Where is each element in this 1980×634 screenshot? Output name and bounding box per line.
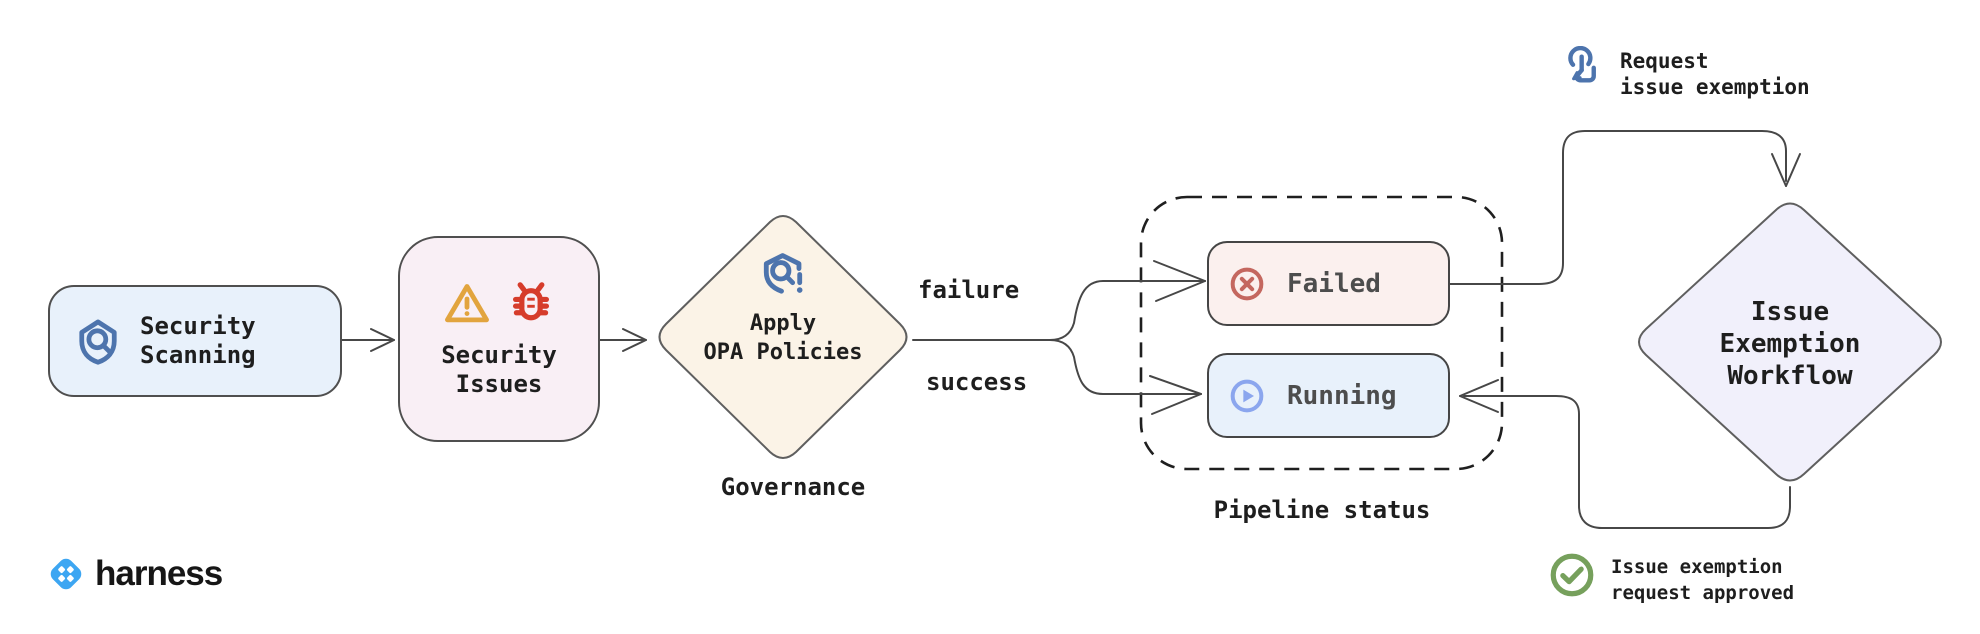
request-line2: issue exemption (1620, 75, 1810, 99)
failed-label: Failed (1287, 268, 1381, 299)
apply-opa-content: Apply OPA Policies (663, 247, 903, 367)
harness-brand: harness (45, 553, 223, 595)
check-circle-icon (1547, 550, 1597, 600)
pipeline-status-label: Pipeline status (1213, 496, 1431, 524)
approved-text: Issue exemption request approved (1611, 550, 1794, 606)
bug-icon (506, 279, 556, 329)
node-failed: Failed (1207, 241, 1450, 326)
iew-line1: Issue (1750, 297, 1830, 327)
request-exemption-note: Request issue exemption (1560, 46, 1810, 100)
security-issues-label: Security Issues (441, 341, 557, 399)
success-label: success (926, 368, 1028, 396)
failure-label: failure (918, 276, 1020, 304)
connector-arrows (341, 130, 1801, 529)
request-exemption-text: Request issue exemption (1620, 46, 1810, 100)
iew-line3: Workflow (1727, 361, 1853, 391)
pipeline-status-container (1139, 195, 1504, 471)
apply-opa-label: Apply OPA Policies (704, 309, 863, 367)
running-label: Running (1287, 380, 1397, 411)
governance-label: Governance (720, 473, 866, 501)
warning-icon (442, 279, 492, 329)
approved-line1: Issue exemption (1611, 556, 1783, 578)
node-security-scanning: Security Scanning (48, 285, 342, 397)
issue-exemption-diamond (1638, 202, 1942, 482)
approved-line2: request approved (1611, 582, 1795, 604)
security-issues-line1: Security (441, 341, 557, 369)
security-scanning-label: Security Scanning (140, 312, 256, 370)
harness-logo-icon (45, 553, 87, 595)
security-scanning-line2: Scanning (140, 341, 256, 369)
apply-opa-line2: OPA Policies (703, 340, 863, 365)
x-circle-icon (1227, 264, 1267, 304)
shield-search-icon (72, 315, 124, 367)
tap-icon (1560, 46, 1606, 92)
security-issues-icons (442, 279, 556, 329)
iew-line2: Exemption (1719, 329, 1861, 359)
security-scanning-line1: Security (140, 312, 256, 340)
apply-opa-line1: Apply (749, 311, 817, 336)
request-line1: Request (1620, 49, 1709, 73)
node-security-issues: Security Issues (398, 236, 600, 442)
play-circle-icon (1227, 376, 1267, 416)
node-running: Running (1207, 353, 1450, 438)
harness-logo-text: harness (95, 554, 223, 593)
apply-opa-diamond (658, 215, 908, 459)
approved-note: Issue exemption request approved (1547, 550, 1794, 606)
security-issues-line2: Issues (455, 370, 543, 398)
issue-exemption-workflow-label: Issue Exemption Workflow (1660, 296, 1920, 392)
shield-alert-icon (757, 247, 809, 299)
